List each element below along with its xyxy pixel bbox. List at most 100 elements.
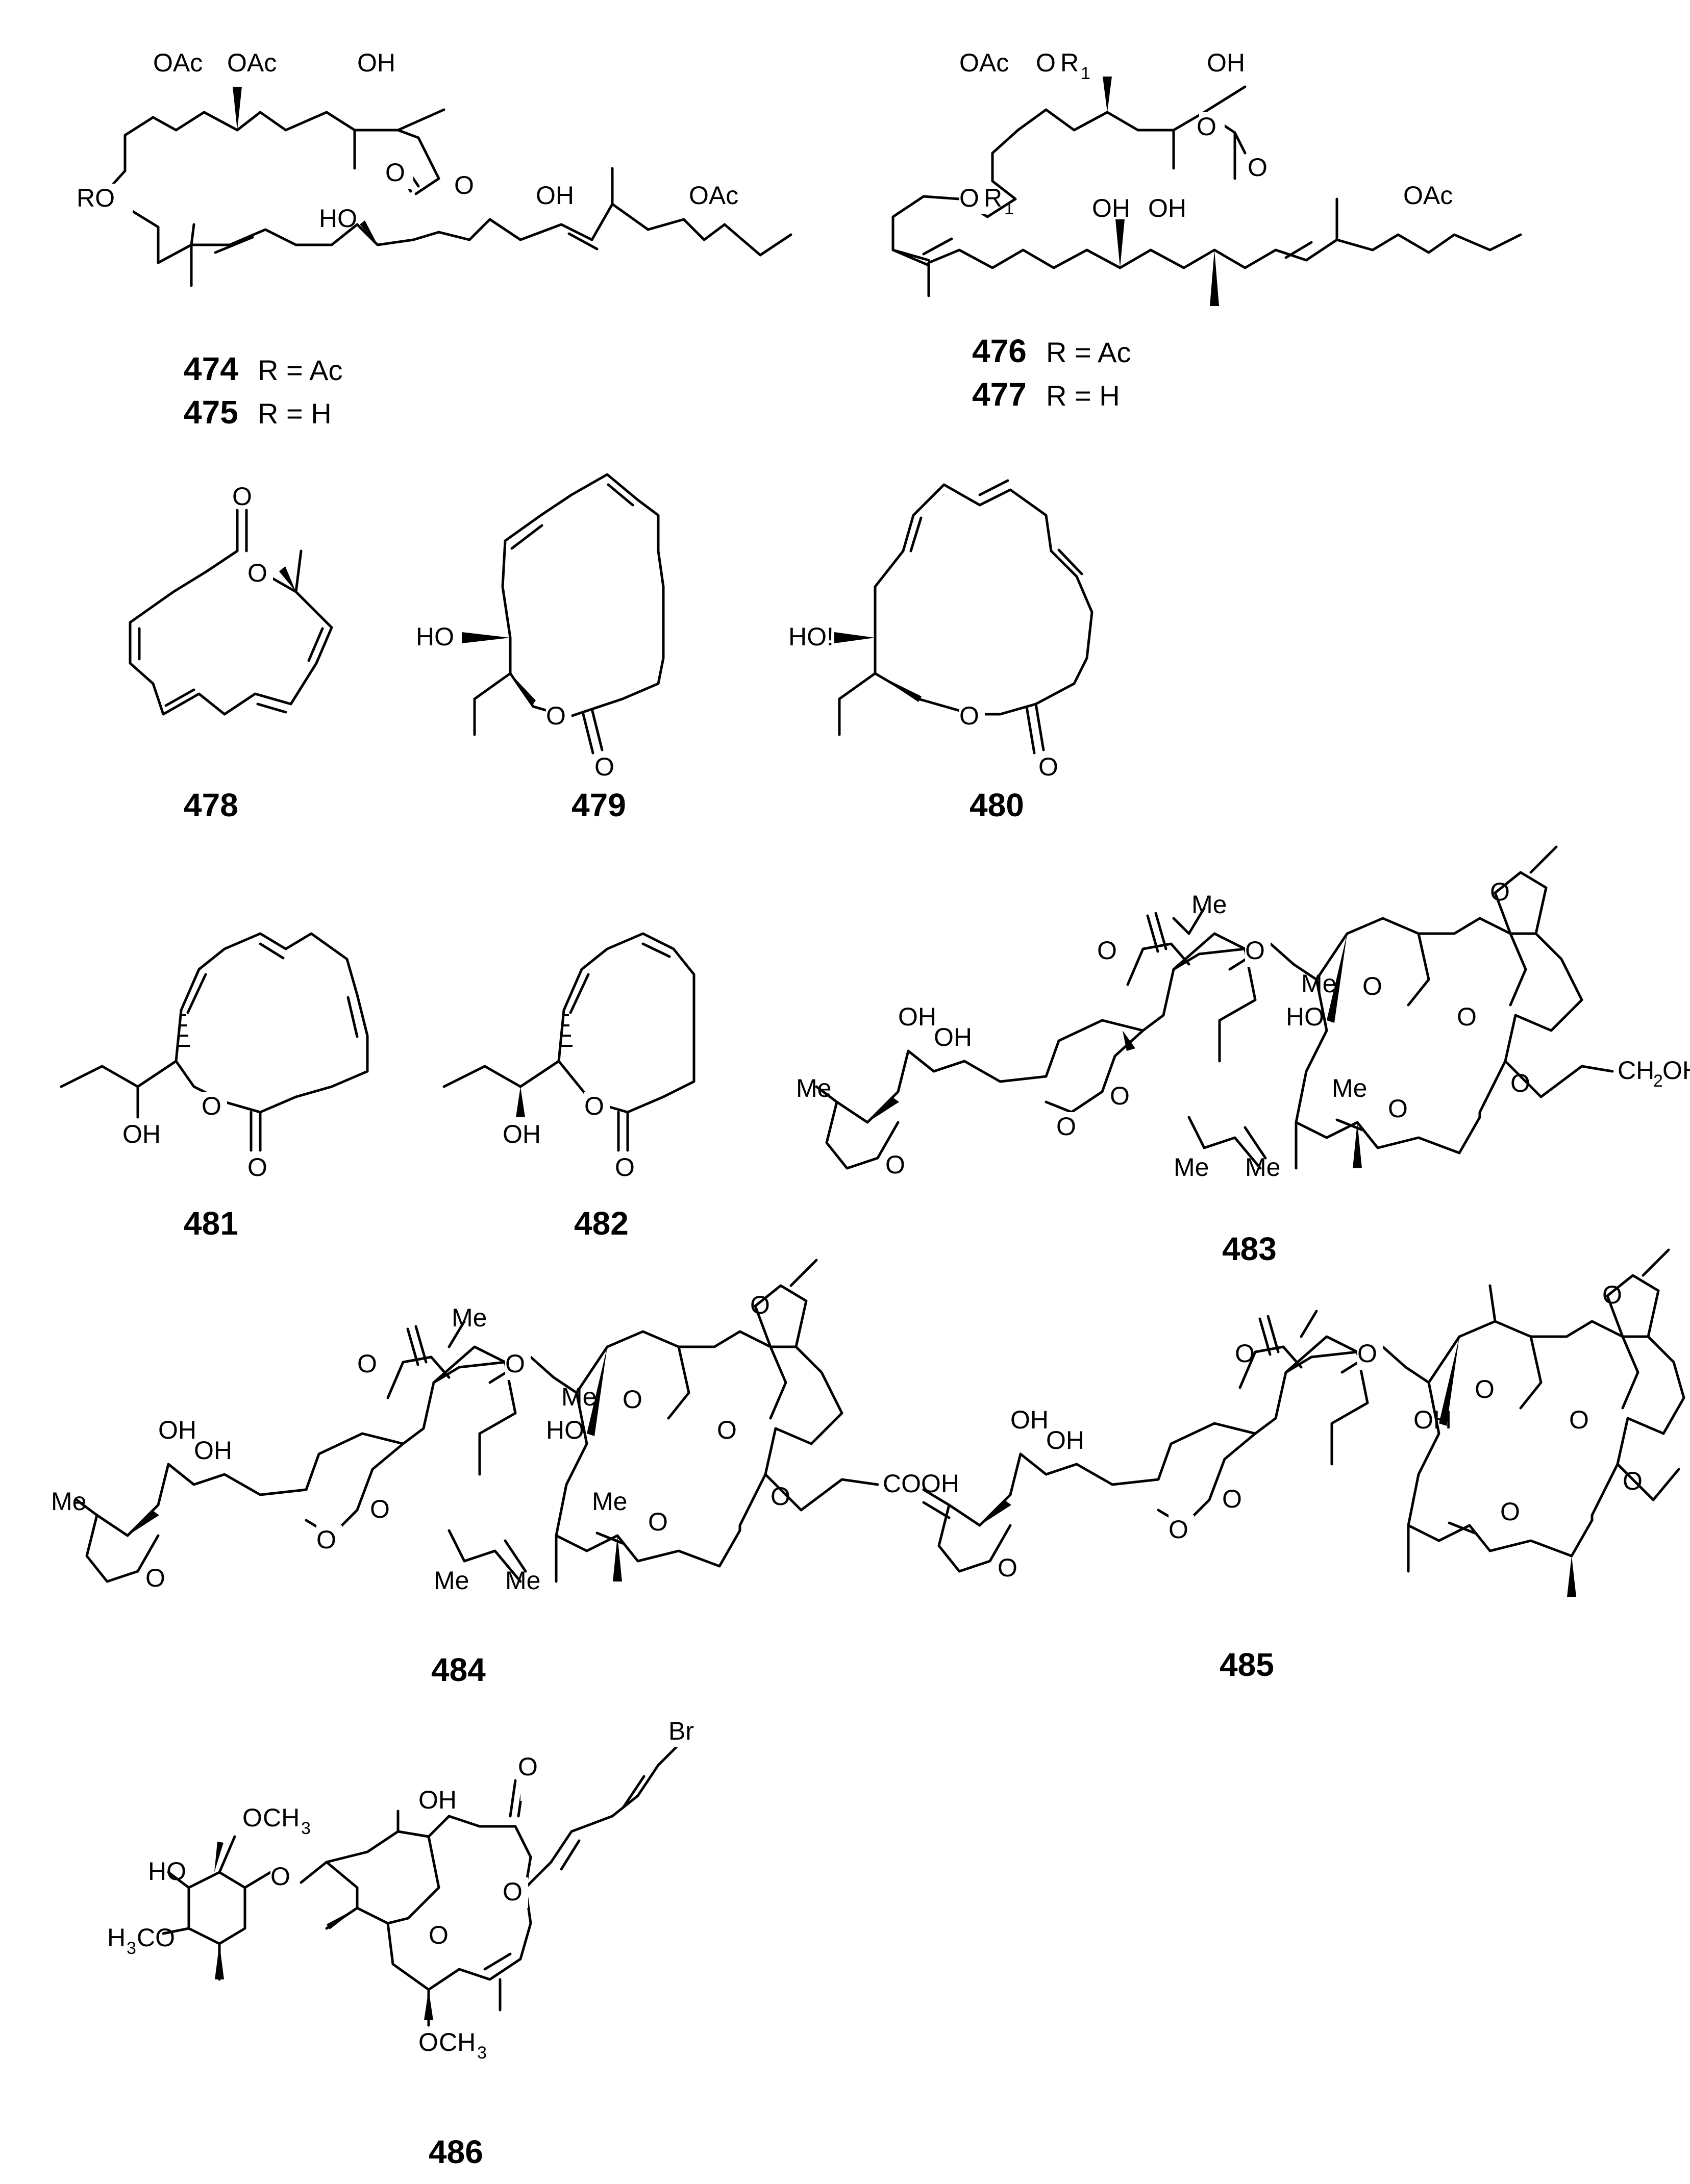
atom-label: CH	[263, 1803, 300, 1832]
atom-label: OH	[1207, 48, 1245, 77]
atom-label: Me	[1301, 969, 1336, 998]
structure-486: O CH 3 HO H 3 CO O O O OH O Br O CH 3 48…	[107, 1717, 704, 2170]
atom-subscript: 3	[301, 1819, 311, 1838]
atom-label: H	[107, 1923, 126, 1952]
atom-label: O	[546, 701, 566, 730]
structure-485: O O O O O OH O OH OH O O O O 485	[922, 1248, 1685, 1683]
atom-label: O	[594, 752, 614, 781]
atom-label: OH	[418, 1786, 457, 1814]
atom-label: OH	[1010, 1405, 1049, 1434]
atom-label: O	[1602, 1281, 1622, 1309]
compound-number: 485	[1220, 1646, 1274, 1683]
atom-label: O	[202, 1092, 221, 1120]
atom-label: O	[505, 1349, 525, 1378]
atom-label: OH	[1092, 194, 1130, 222]
atom-label: Me	[1191, 890, 1227, 919]
atom-label: OH	[934, 1023, 972, 1051]
atom-label: O	[385, 158, 405, 187]
atom-label: OAc	[1403, 181, 1453, 210]
structure-476-477: OAc O R 1 OH O O O R 1 OH OH OAc 476 R =…	[891, 48, 1522, 413]
atom-label: O	[959, 701, 979, 730]
atom-label: HO	[1286, 1002, 1324, 1031]
atom-label: O	[316, 1525, 336, 1554]
atom-label: O	[1036, 48, 1056, 77]
atom-label: O	[242, 1803, 262, 1832]
atom-label: O	[959, 184, 979, 212]
atom-label: O	[623, 1385, 642, 1414]
compound-number: 481	[184, 1205, 238, 1242]
atom-label: OH	[1662, 1056, 1690, 1085]
atom-label: O	[1475, 1375, 1495, 1403]
compound-number: 482	[574, 1205, 629, 1242]
structure-478: O O 478	[129, 482, 333, 823]
atom-label: R	[1060, 48, 1079, 77]
atom-label: O	[1169, 1515, 1188, 1544]
atom-label: R	[984, 184, 1002, 212]
atom-label: Me	[1332, 1074, 1367, 1102]
atom-label: Me	[1245, 1153, 1280, 1182]
atom-label: Me	[796, 1074, 831, 1102]
atom-label: O	[1235, 1339, 1255, 1368]
atom-subscript: 3	[127, 1939, 136, 1958]
atom-label: O	[1056, 1112, 1076, 1141]
compound-number: 478	[184, 787, 238, 823]
atom-label: Me	[561, 1383, 597, 1411]
atom-label: OH	[898, 1002, 936, 1031]
atom-label: Me	[452, 1303, 487, 1332]
atom-label: O	[357, 1349, 377, 1378]
atom-label: O	[1362, 972, 1382, 1000]
atom-label: O	[503, 1877, 523, 1906]
atom-label: O	[518, 1752, 538, 1781]
atom-label: OH	[1046, 1426, 1084, 1454]
atom-label: O	[1357, 1339, 1377, 1368]
atom-label: HO	[416, 622, 454, 651]
atom-label: O	[1110, 1082, 1130, 1110]
atom-label: Me	[434, 1566, 469, 1595]
atom-label: O	[1490, 877, 1510, 906]
atom-label: O	[885, 1150, 905, 1179]
atom-label: RO	[77, 184, 115, 212]
atom-label: O	[247, 559, 267, 587]
structure-484: O Me O O Me O O HO O OH OH Me O O Me Me …	[51, 1259, 959, 1688]
atom-label: O	[584, 1092, 604, 1120]
atom-label: OH	[194, 1436, 232, 1465]
atom-label: OAc	[689, 181, 738, 210]
atom-label: OAc	[227, 48, 277, 77]
r-group-label: R = H	[258, 397, 332, 430]
atom-label: HO	[546, 1416, 584, 1444]
atom-label: O	[717, 1416, 737, 1444]
atom-label: Me	[51, 1487, 86, 1516]
atom-label: CH	[439, 2028, 476, 2056]
compound-number: 480	[970, 787, 1024, 823]
r-group-label: R = Ac	[1046, 336, 1131, 368]
atom-label: OH	[1148, 194, 1186, 222]
compound-number: 483	[1222, 1231, 1277, 1267]
atom-label: O	[454, 171, 474, 199]
atom-label: OAc	[153, 48, 203, 77]
atom-label: HO	[319, 204, 357, 233]
compound-number: 477	[972, 376, 1027, 413]
atom-label: Me	[1174, 1153, 1209, 1182]
structure-479: HO O O 479	[416, 473, 665, 823]
r-group-label: R = H	[1046, 380, 1120, 412]
atom-subscript: 2	[1653, 1071, 1663, 1091]
atom-label: O	[247, 1153, 267, 1182]
atom-label: O	[232, 482, 252, 511]
compound-number: 474	[184, 350, 238, 387]
structure-474-475: RO OAc OAc OH O O HO OH OAc 474 R = Ac 4…	[77, 48, 792, 431]
atom-label: Me	[592, 1487, 627, 1516]
atom-label: O	[1038, 752, 1058, 781]
atom-label: HO	[148, 1857, 186, 1886]
atom-label: O	[1510, 1069, 1530, 1097]
atom-label: O	[1500, 1497, 1520, 1526]
structure-483: O Me O O Me O O HO O OH OH Me O O Me Me …	[796, 845, 1690, 1267]
atom-subscript: 1	[1081, 64, 1090, 83]
atom-label: O	[648, 1508, 668, 1536]
atom-label: O	[615, 1153, 635, 1182]
atom-label: O	[1197, 112, 1216, 141]
atom-label: HO!	[788, 622, 834, 651]
structure-480: HO! O O 480	[788, 479, 1093, 823]
atom-label: OH	[357, 48, 395, 77]
atom-label: OH	[536, 181, 574, 210]
